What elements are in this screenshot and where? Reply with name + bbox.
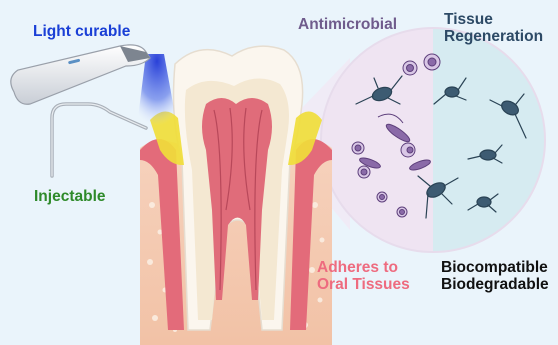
label-biocompatible-biodegradable: Biocompatible Biodegradable: [441, 259, 549, 294]
curing-light-icon: [11, 45, 150, 104]
label-antimicrobial: Antimicrobial: [298, 16, 397, 33]
label-injectable: Injectable: [34, 188, 106, 205]
label-adheres-to-oral-tissues: Adheres to Oral Tissues: [317, 259, 410, 294]
label-light-curable: Light curable: [33, 23, 130, 40]
syringe-needle-icon: [52, 104, 146, 176]
light-beam: [138, 54, 176, 126]
magnified-circle-icon: [300, 20, 546, 260]
label-tissue-regeneration: Tissue Regeneration: [444, 11, 543, 46]
